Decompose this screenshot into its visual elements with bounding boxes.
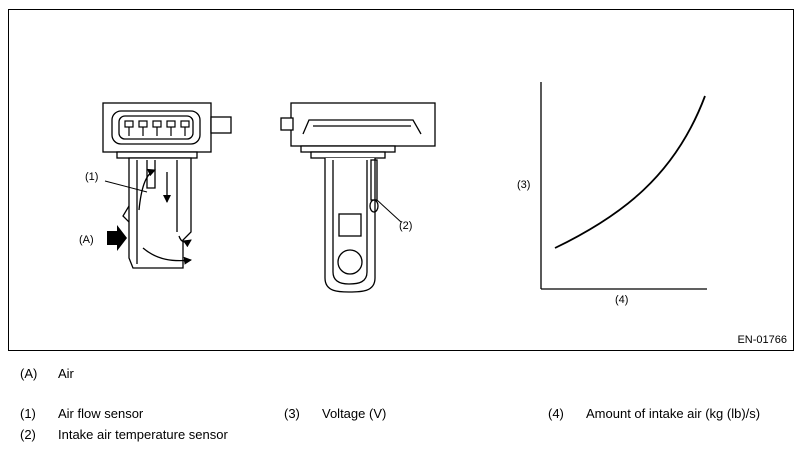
legend-text: Intake air temperature sensor: [58, 427, 228, 442]
callout-flow-sensor: (1): [85, 171, 98, 183]
legend-text: Air: [58, 366, 74, 381]
figure-id: EN-01766: [737, 334, 787, 346]
legend-item-flow-sensor: (1) Air flow sensor: [20, 406, 143, 422]
characteristic-graph: [540, 82, 707, 290]
connector-pins: [124, 120, 190, 136]
flow-sensor-leader: [104, 180, 148, 193]
legend-item-intake-air: (4) Amount of intake air (kg (lb)/s): [548, 406, 760, 422]
legend-text: Air flow sensor: [58, 406, 144, 421]
legend-code: (2): [20, 427, 36, 442]
legend-item-voltage: (3) Voltage (V): [284, 406, 386, 422]
callout-airflow-axis: (4): [615, 294, 628, 306]
legend-code: (4): [548, 406, 564, 421]
figure-frame: (1) (A) (2) (3) (4) EN-01766: [8, 9, 794, 351]
legend-code: (3): [284, 406, 300, 421]
callout-voltage-axis: (3): [517, 179, 530, 191]
air-inlet-arrow: [107, 225, 127, 251]
legend-item-temp-sensor: (2) Intake air temperature sensor: [20, 427, 228, 443]
mass-air-flow-sensor-diagram: (1) (A) (2) (3) (4): [79, 82, 707, 306]
graph-curve: [554, 95, 706, 249]
sensor-front-view: [102, 102, 232, 269]
legend-text: Amount of intake air (kg (lb)/s): [586, 406, 761, 421]
sensor-side-view: [280, 102, 436, 293]
temp-sensor-leader: [376, 199, 402, 223]
callout-air: (A): [79, 234, 94, 246]
legend-code: (1): [20, 406, 36, 421]
callout-temp-sensor: (2): [399, 220, 412, 232]
legend-text: Voltage (V): [322, 406, 387, 421]
legend-air: (A) Air: [20, 366, 74, 382]
legend-code: (A): [20, 366, 38, 381]
